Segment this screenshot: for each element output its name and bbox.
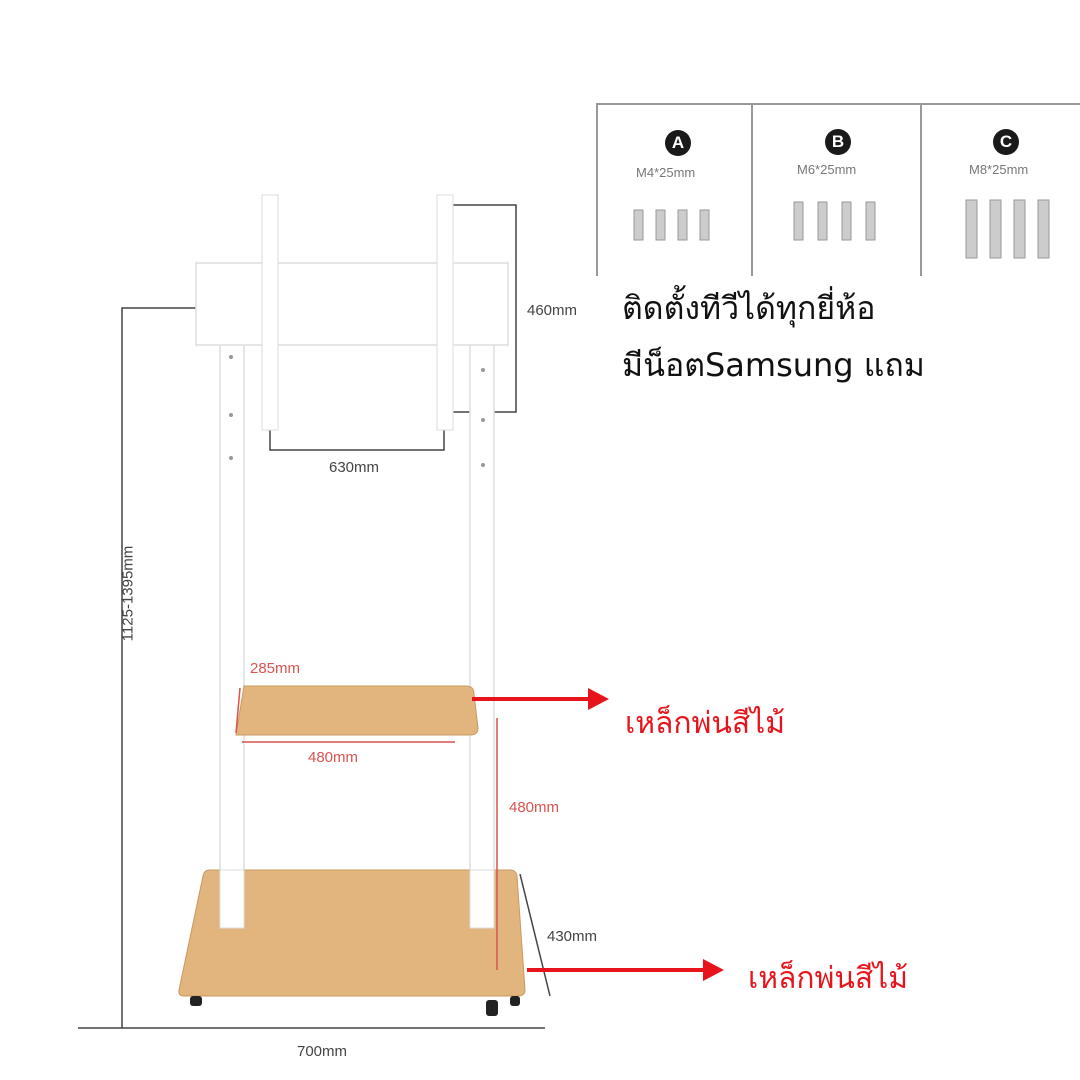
shelf-dimension-lines [235,687,498,970]
total-height-label: 1125-1395mm [119,545,137,642]
shelf [235,685,479,736]
mount-height-label: 460mm [527,302,578,319]
bracket-right [436,194,454,431]
headline-line2: มีน็อตSamsung แถม [622,346,925,384]
arrow-icon [472,688,724,981]
base [178,869,526,997]
screw-b-badge: B [825,129,851,155]
screw-b-size: M6*25mm [797,162,857,177]
shelf-callout: เหล็กพ่นสีไม้ [625,706,786,741]
base-callout: เหล็กพ่นสีไม้ [748,961,909,996]
headline-line1: ติดตั้งทีวีได้ทุกยี่ห้อ [622,289,876,327]
mount-width-label: 630mm [329,459,380,476]
uprights [219,339,495,961]
screw-a-size: M4*25mm [636,165,696,180]
screw-c-size: M8*25mm [969,162,1029,177]
dimension-lines [78,204,551,1029]
screw-c-badge: C [993,129,1019,155]
screws-icon [633,199,1050,259]
base-width-label: 700mm [297,1043,348,1060]
shelf-gap-label: 480mm [509,799,560,816]
wheels [190,996,520,1016]
base-depth-label: 430mm [547,928,598,945]
bracket-left [261,194,279,431]
screw-panel [596,103,1080,276]
mount-plate [195,262,509,346]
screw-a-badge: A [665,130,691,156]
shelf-width-label: 480mm [308,749,359,766]
shelf-depth-label: 285mm [250,660,301,677]
